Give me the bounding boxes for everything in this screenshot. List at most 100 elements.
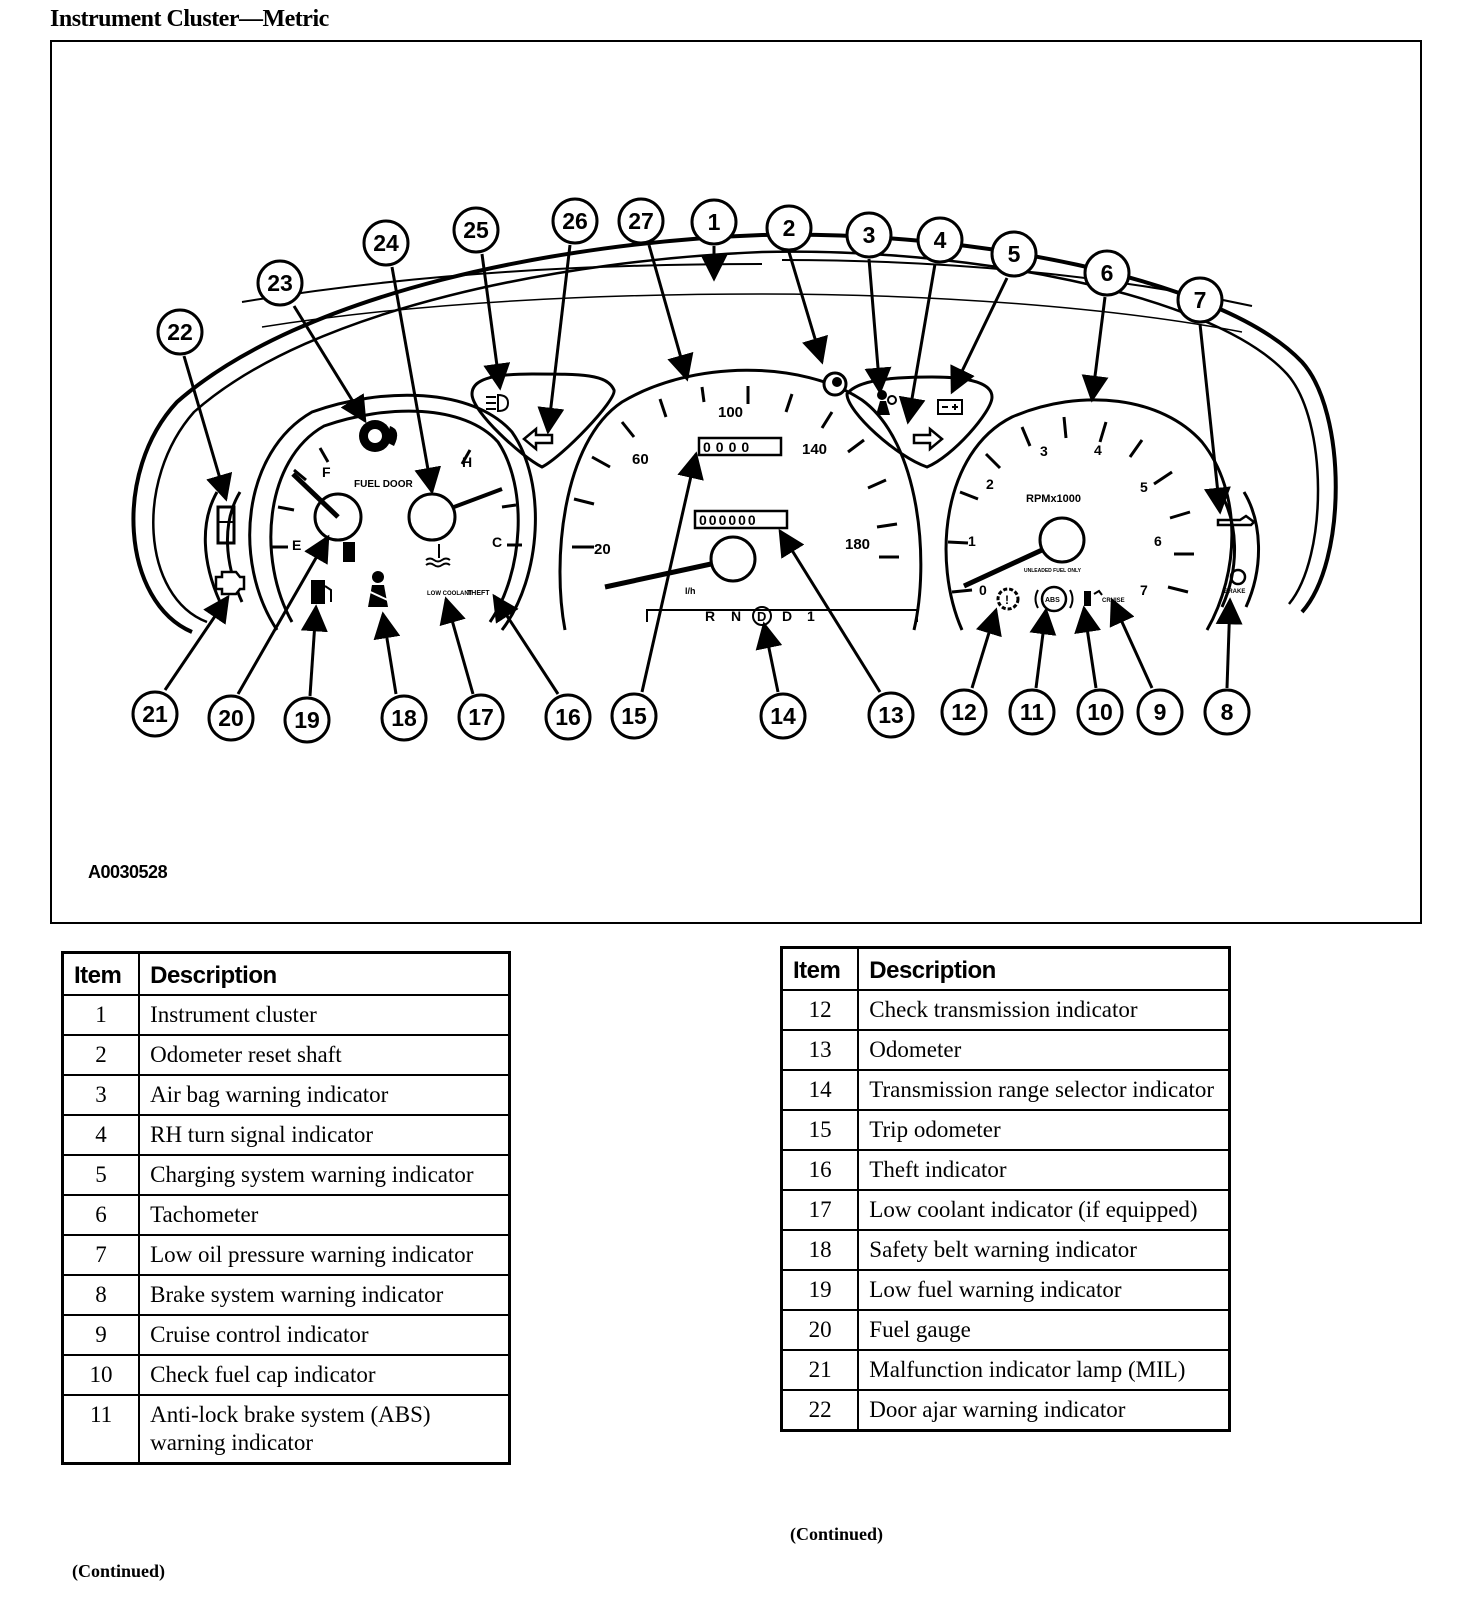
callout-14: 14 <box>759 692 807 740</box>
odometer-digits: 000000 <box>699 512 758 528</box>
prndl-overdrive: D <box>757 609 766 624</box>
legend-item-description: Fuel gauge <box>857 1309 1231 1351</box>
callout-20: 20 <box>207 694 255 742</box>
description-column-header: Description <box>138 951 511 996</box>
lh-turn-arrow-icon <box>522 426 554 452</box>
prndl-d: D <box>782 608 792 624</box>
legend-item-description: Odometer <box>857 1029 1231 1071</box>
fuel-cap-icon <box>1084 589 1103 606</box>
legend-item-number: 18 <box>780 1229 860 1271</box>
callout-leader-2 <box>787 251 828 365</box>
callout-leader-12 <box>970 607 1002 689</box>
speed-unit-label: l/h <box>685 586 696 596</box>
legend-item-description: Check transmission indicator <box>857 989 1231 1031</box>
tachometer-ticks <box>947 416 1194 594</box>
theft-label: THEFT <box>467 590 490 597</box>
callout-21: 21 <box>131 690 179 738</box>
airbag-icon <box>876 390 897 415</box>
fuel-empty-label: E <box>292 537 301 553</box>
callout-6: 6 <box>1083 249 1131 297</box>
callout-leader-23 <box>292 305 367 424</box>
legend-item-number: 5 <box>61 1154 141 1196</box>
legend-item-number: 16 <box>780 1149 860 1191</box>
tachometer-needle <box>962 547 1044 589</box>
coolant-temp-icon <box>425 544 451 568</box>
callout-number: 11 <box>1020 699 1045 725</box>
callout-number: 24 <box>373 230 399 256</box>
callout-number: 15 <box>621 703 647 729</box>
callout-18: 18 <box>380 694 428 742</box>
temp-gauge-needle <box>453 487 503 509</box>
legend-item-description: Trip odometer <box>857 1109 1231 1151</box>
callout-leader-6 <box>1081 296 1109 403</box>
legend-item-description: Safety belt warning indicator <box>857 1229 1231 1271</box>
prndl-r: R <box>705 608 715 624</box>
prndl-display: R N D D 1 <box>646 606 918 626</box>
legend-item-description: Air bag warning indicator <box>138 1074 511 1116</box>
callout-leader-17 <box>439 596 475 695</box>
callout-leader-3 <box>864 258 892 395</box>
prndl-n: N <box>731 608 741 624</box>
callout-number: 18 <box>391 705 417 731</box>
temp-cold-label: C <box>492 534 502 550</box>
callout-leader-8 <box>1215 597 1243 689</box>
callout-number: 20 <box>218 705 244 731</box>
check-engine-icon <box>214 570 246 596</box>
callout-23: 23 <box>256 259 304 307</box>
callout-number: 8 <box>1221 699 1234 725</box>
legend-item-number: 22 <box>780 1389 860 1432</box>
brake-label: BRAKE <box>1224 589 1245 595</box>
callout-number: 25 <box>463 217 489 243</box>
callout-leader-19 <box>300 604 328 697</box>
tach-unit-label: RPMx1000 <box>1026 493 1081 505</box>
callout-leader-13 <box>778 528 882 693</box>
speedometer-bezel <box>558 368 923 631</box>
legend-item-description: Low fuel warning indicator <box>857 1269 1231 1311</box>
callout-number: 21 <box>142 701 168 727</box>
callout-number: 10 <box>1087 699 1113 725</box>
callout-number: 22 <box>167 319 193 345</box>
callout-19: 19 <box>283 696 331 744</box>
trip-odometer-display: 0000 <box>697 436 783 457</box>
callout-number: 13 <box>878 702 904 728</box>
callout-leaders <box>163 244 1243 697</box>
continued-note-left: (Continued) <box>72 1561 166 1581</box>
legend-item-number: 19 <box>780 1269 860 1311</box>
description-column-header: Description <box>857 946 1231 991</box>
callout-leader-7 <box>1198 323 1231 515</box>
callout-leader-26 <box>537 244 572 435</box>
callout-leader-15 <box>640 451 704 693</box>
legend-item-description: Cruise control indicator <box>138 1314 511 1356</box>
legend-item-number: 15 <box>780 1109 860 1151</box>
tach-label-6: 6 <box>1154 533 1162 549</box>
battery-icon <box>937 399 963 415</box>
speed-label-140: 140 <box>802 441 827 458</box>
callout-4: 4 <box>916 216 964 264</box>
legend-item-number: 13 <box>780 1029 860 1071</box>
legend-item-description: Low coolant indicator (if equipped) <box>857 1189 1231 1231</box>
legend-item-number: 11 <box>61 1394 141 1465</box>
legend-item-number: 14 <box>780 1069 860 1111</box>
figure-id: A0030528 <box>88 862 168 882</box>
callout-leader-21 <box>163 594 230 691</box>
callout-26: 26 <box>551 197 599 245</box>
legend-item-description: Brake system warning indicator <box>138 1274 511 1316</box>
abs-label: ABS <box>1045 597 1060 604</box>
callout-number: 1 <box>708 209 721 235</box>
legend-item-description: RH turn signal indicator <box>138 1114 511 1156</box>
legend-item-description: Low oil pressure warning indicator <box>138 1234 511 1276</box>
legend-item-number: 2 <box>61 1034 141 1076</box>
tach-label-7: 7 <box>1140 582 1148 598</box>
legend-item-number: 10 <box>61 1354 141 1396</box>
low-fuel-icon <box>311 580 332 604</box>
callout-13: 13 <box>867 691 915 739</box>
